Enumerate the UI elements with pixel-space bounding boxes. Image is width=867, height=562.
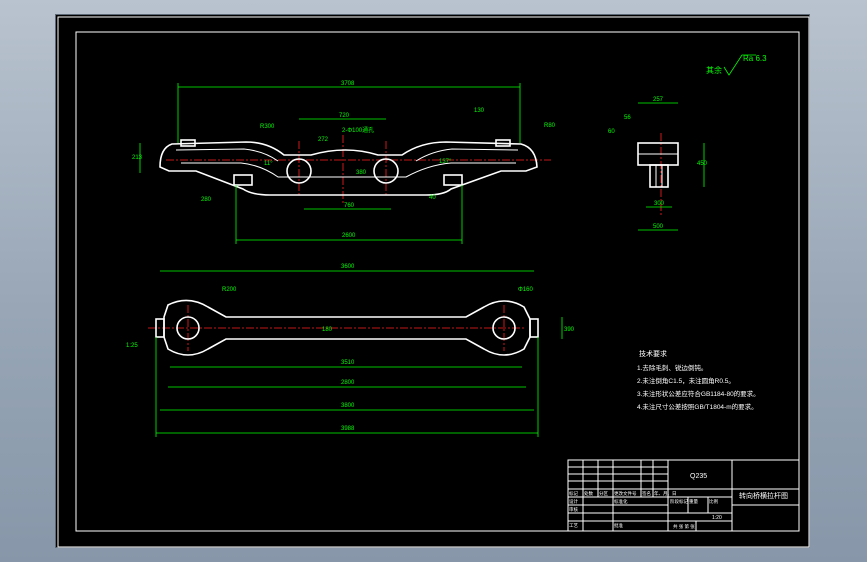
left-bracket-top bbox=[180, 139, 196, 147]
front-hole-left bbox=[286, 158, 312, 184]
front-beam-outline bbox=[159, 141, 538, 196]
tech-title: 技术要求 bbox=[639, 349, 667, 358]
dim-56: 56 bbox=[624, 115, 631, 121]
tb-label-sign: 签名 bbox=[642, 490, 651, 497]
plan-view: 3600 R200 Φ160 1:25 180 390 3510 2800 38… bbox=[126, 264, 575, 437]
tech-item-2: 2.未注倒角C1.5，未注圆角R0.5。 bbox=[637, 376, 735, 385]
roughness-value: Ra 6.3 bbox=[743, 54, 767, 63]
dim-60: 60 bbox=[608, 129, 615, 135]
dim-280: 280 bbox=[201, 197, 212, 203]
plan-right-end bbox=[529, 318, 539, 338]
right-foot bbox=[443, 174, 463, 186]
tb-drawing-name: 转向桥横拉杆图 bbox=[739, 491, 788, 500]
dim-450: 450 bbox=[697, 161, 708, 167]
dim-213: 213 bbox=[132, 155, 143, 161]
tb-sheet: 共 张 第 张 bbox=[673, 523, 695, 530]
tb-label-change: 更改文件号 bbox=[614, 490, 637, 497]
dim-hole-note: 2-Φ100通孔 bbox=[342, 126, 374, 134]
dim-1-25: 1:25 bbox=[126, 343, 138, 349]
plan-left-end bbox=[155, 318, 165, 338]
dim-3988: 3988 bbox=[341, 426, 355, 432]
right-bracket-top bbox=[495, 139, 511, 147]
tb-checker: 审核 bbox=[569, 506, 578, 513]
dim-11deg: 11° bbox=[264, 161, 273, 167]
tb-scale-value: 1:20 bbox=[712, 515, 722, 521]
front-beam-inner bbox=[181, 162, 516, 178]
dim-2800: 2800 bbox=[341, 380, 355, 386]
title-block: 标记 处数 分区 更改文件号 签名 年、月、日 设计 标准化 审核 工艺 批准 … bbox=[567, 459, 800, 532]
tb-approve: 批准 bbox=[614, 522, 623, 529]
tb-label-mark: 标记 bbox=[569, 490, 578, 497]
dim-272: 272 bbox=[318, 137, 329, 143]
dim-500: 500 bbox=[653, 224, 664, 230]
cad-viewport[interactable]: 其余 Ra 6.3 3708 720 2-Φ100通孔 130 R300 R80… bbox=[55, 14, 810, 548]
roughness-symbol-icon bbox=[723, 54, 756, 76]
dim-720: 720 bbox=[339, 113, 350, 119]
tb-material: Q235 bbox=[690, 473, 707, 480]
dim-180: 180 bbox=[322, 327, 333, 333]
dim-130: 130 bbox=[474, 108, 485, 114]
front-view: 3708 720 2-Φ100通孔 130 R300 R80 213 11° 1… bbox=[132, 81, 556, 244]
outer-border bbox=[57, 16, 810, 548]
dim-3708: 3708 bbox=[341, 81, 355, 87]
tb-scale: 比例 bbox=[709, 498, 718, 505]
tb-label-zone: 分区 bbox=[599, 490, 608, 497]
dim-3800: 3800 bbox=[341, 403, 355, 409]
roughness-prefix: 其余 bbox=[706, 65, 722, 75]
dim-137deg: 137° bbox=[439, 159, 452, 165]
dim-300: 300 bbox=[654, 201, 665, 207]
tech-item-3: 3.未注形状公差应符合GB1184-80的要求。 bbox=[637, 389, 760, 398]
tb-label-count: 处数 bbox=[584, 490, 593, 497]
dim-390: 390 bbox=[564, 327, 575, 333]
tb-process: 工艺 bbox=[569, 523, 578, 528]
plan-hole-right bbox=[492, 316, 516, 340]
dim-phi160: Φ160 bbox=[518, 287, 533, 293]
front-beam-inner2 bbox=[175, 148, 519, 162]
dim-257: 257 bbox=[653, 97, 664, 103]
tb-standardization: 标准化 bbox=[614, 498, 628, 505]
dim-3510: 3510 bbox=[341, 360, 355, 366]
tech-requirements: 技术要求 1.去除毛刺、锐边倒钝。 2.未注倒角C1.5，未注圆角R0.5。 3… bbox=[637, 349, 760, 411]
tb-label-date: 年、月、日 bbox=[654, 490, 677, 497]
left-foot bbox=[233, 174, 253, 186]
tb-stage-mark: 阶段标记 bbox=[670, 498, 688, 505]
dim-r200: R200 bbox=[222, 287, 237, 293]
dim-r300: R300 bbox=[260, 124, 275, 130]
cad-drawing[interactable]: 其余 Ra 6.3 3708 720 2-Φ100通孔 130 R300 R80… bbox=[56, 15, 811, 549]
dim-760: 760 bbox=[344, 203, 355, 209]
tb-weight: 重量 bbox=[689, 498, 698, 505]
dim-2600: 2600 bbox=[342, 233, 356, 239]
front-hole-right bbox=[373, 158, 399, 184]
plan-hole-left bbox=[176, 316, 200, 340]
dim-40: 40 bbox=[429, 195, 436, 201]
tech-item-1: 1.去除毛刺、锐边倒钝。 bbox=[637, 363, 707, 372]
dim-3600: 3600 bbox=[341, 264, 355, 270]
dim-r80: R80 bbox=[544, 123, 556, 129]
tb-designer: 设计 bbox=[569, 498, 578, 505]
roughness-note: 其余 Ra 6.3 bbox=[706, 54, 767, 76]
dim-380: 380 bbox=[356, 170, 367, 176]
title-block-frame bbox=[567, 459, 800, 532]
tech-item-4: 4.未注尺寸公差按照GB/T1804-m的要求。 bbox=[637, 402, 758, 411]
side-body-bottom bbox=[649, 164, 669, 188]
inner-border bbox=[75, 31, 800, 532]
side-view: 257 56 60 450 300 500 bbox=[608, 97, 708, 231]
